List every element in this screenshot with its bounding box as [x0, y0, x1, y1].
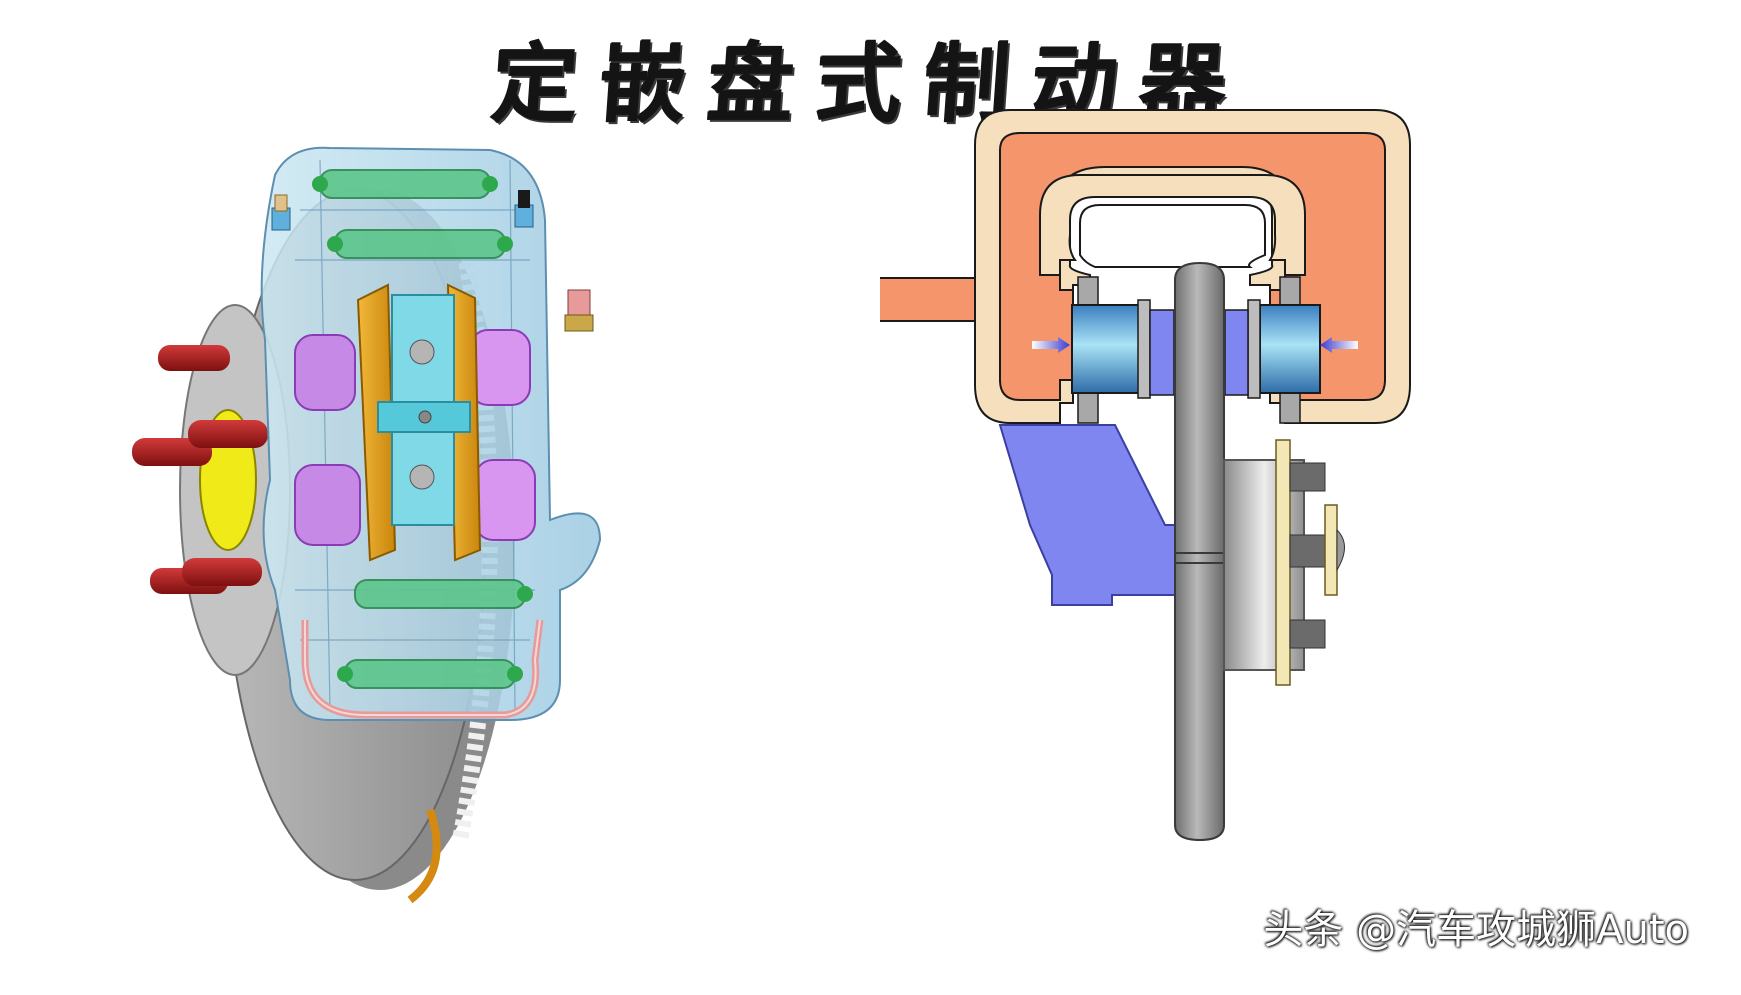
caliper-outline-details	[295, 159, 535, 711]
watermark: 头条 @汽车攻城狮Auto	[1263, 907, 1689, 953]
disc-brake-3d-illustration	[132, 146, 602, 904]
wheel-stud	[182, 558, 262, 586]
pressure-arrow-icon	[1320, 337, 1358, 353]
pistons	[294, 329, 536, 546]
wheel-stud	[158, 345, 230, 371]
rotor-orange-rim	[407, 808, 441, 904]
brake-rotor	[1174, 261, 1225, 842]
piston-seal	[1077, 392, 1099, 424]
brake-pad-inner	[356, 283, 397, 562]
bridge-bolt	[344, 659, 516, 689]
piston	[294, 334, 356, 411]
wheel-stud	[132, 438, 212, 466]
bleeder-valve-right	[514, 190, 534, 228]
wheel-studs	[132, 345, 268, 594]
caliper-window	[1079, 204, 1266, 268]
bridge-bolt	[354, 579, 526, 609]
piston	[474, 459, 536, 541]
piston-seal	[1279, 392, 1301, 424]
wheel-stud	[188, 420, 268, 448]
steering-knuckle-bracket	[998, 424, 1211, 606]
brake-line-inlet-fitting	[564, 289, 594, 332]
bridge-bolt	[334, 229, 506, 259]
piston-seal	[1077, 276, 1099, 308]
caliper-cross-section-diagram	[880, 109, 1411, 842]
bridge-bolt	[319, 169, 491, 199]
hub-cap-dome	[1336, 528, 1345, 572]
bridge-bolts	[312, 169, 533, 689]
pad-carrier-left	[1149, 309, 1175, 396]
piston-seals	[1077, 276, 1301, 424]
inner-piston	[1071, 304, 1141, 394]
pad-retainer-clip	[377, 401, 471, 433]
hub-stud-top	[1289, 462, 1326, 492]
outer-brake-pad	[1247, 299, 1261, 399]
bleeder-valve-left	[271, 194, 291, 231]
hub-nut-flange	[1324, 504, 1338, 596]
pad-carrier-right	[1224, 309, 1249, 396]
inner-brake-pad	[1137, 299, 1151, 399]
hub-flange	[1275, 439, 1291, 686]
outer-piston	[1259, 304, 1321, 394]
piston-seal	[1279, 276, 1301, 308]
hub-stud-mid	[1289, 534, 1326, 568]
caliper-bridge-arch	[1039, 174, 1306, 276]
piston	[469, 329, 531, 406]
hub-stud-bottom	[1289, 619, 1326, 649]
pressure-arrow-icon	[1032, 337, 1070, 353]
piston	[294, 464, 361, 546]
retainer-pin	[418, 410, 432, 424]
